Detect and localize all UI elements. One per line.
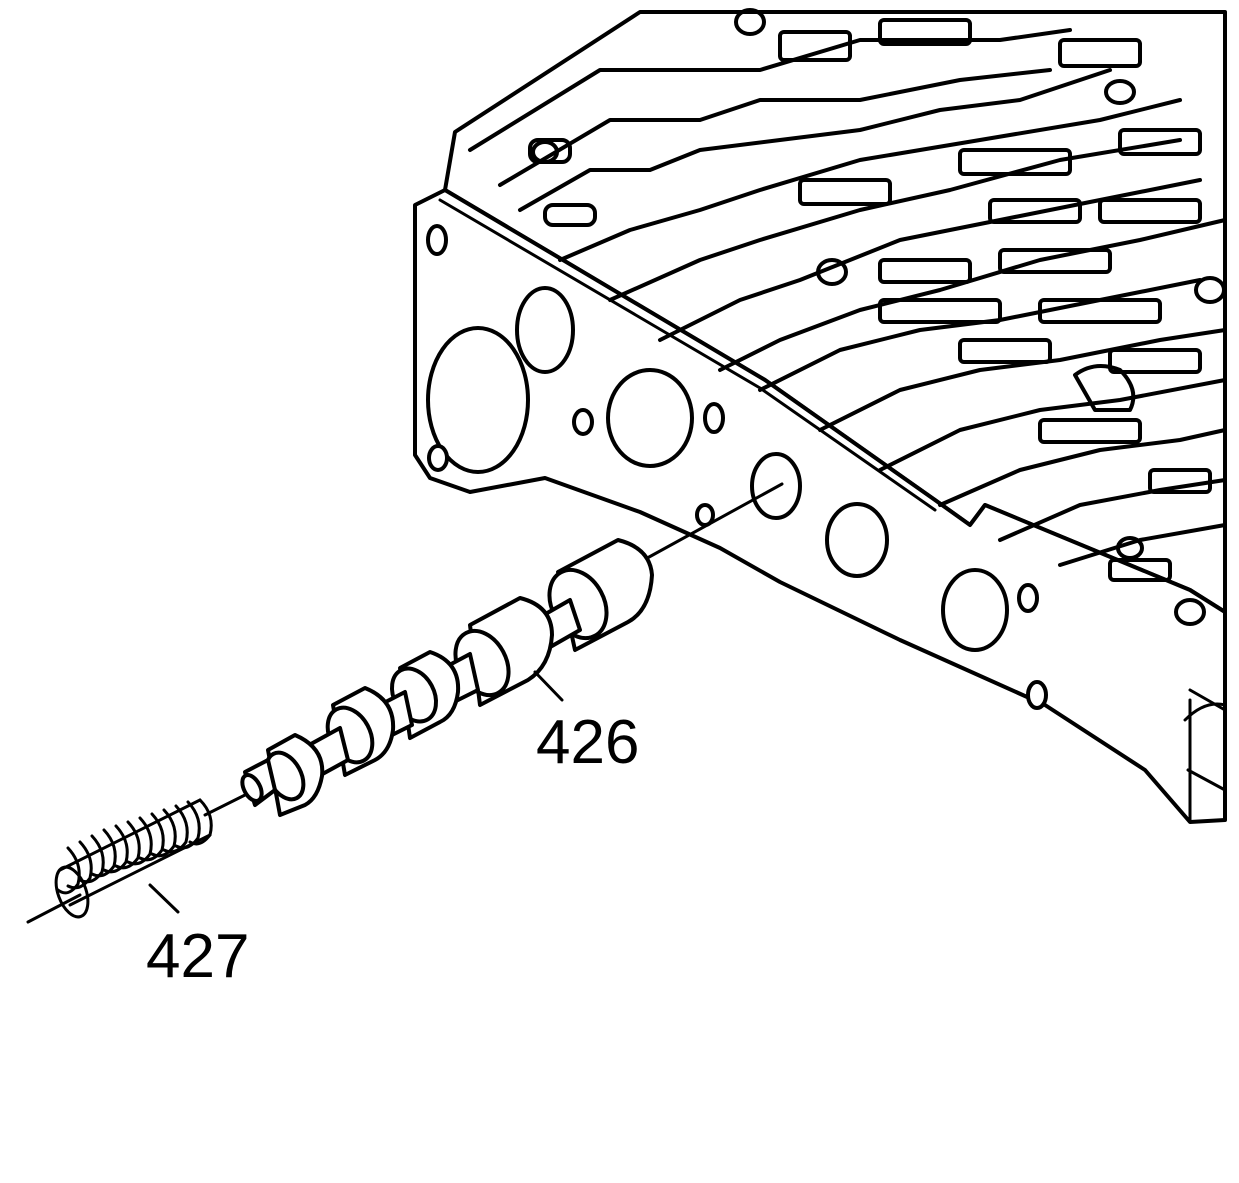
bolt-hole-5 bbox=[1017, 583, 1039, 613]
assembly-axis-line bbox=[638, 482, 784, 564]
valve-body-front-face bbox=[413, 188, 1227, 824]
bolt-hole-6 bbox=[1026, 680, 1048, 710]
bolt-hole-4 bbox=[703, 402, 725, 434]
bore-4 bbox=[825, 502, 889, 578]
leader-line-426 bbox=[533, 670, 564, 702]
valve-spool bbox=[240, 538, 654, 817]
valve-body-side-edge bbox=[1183, 698, 1227, 824]
bolt-hole-3 bbox=[572, 408, 594, 436]
bore-large-2 bbox=[606, 368, 694, 468]
bolt-hole-2 bbox=[427, 444, 449, 472]
bore-5 bbox=[941, 568, 1009, 652]
bore-large bbox=[426, 326, 530, 474]
valve-spring bbox=[54, 798, 213, 919]
valve-body bbox=[413, 8, 1227, 824]
bolt-hole-1 bbox=[426, 224, 448, 256]
bore-medium bbox=[515, 286, 575, 374]
callout-427: 427 bbox=[146, 922, 249, 991]
assembly-axis-line-end bbox=[26, 893, 82, 924]
callout-426: 426 bbox=[536, 708, 639, 777]
leader-line-427 bbox=[148, 883, 180, 914]
fluid-passages bbox=[468, 8, 1227, 626]
valve-body-edge bbox=[438, 198, 1227, 792]
assembly-axis-line-spring bbox=[203, 793, 247, 817]
